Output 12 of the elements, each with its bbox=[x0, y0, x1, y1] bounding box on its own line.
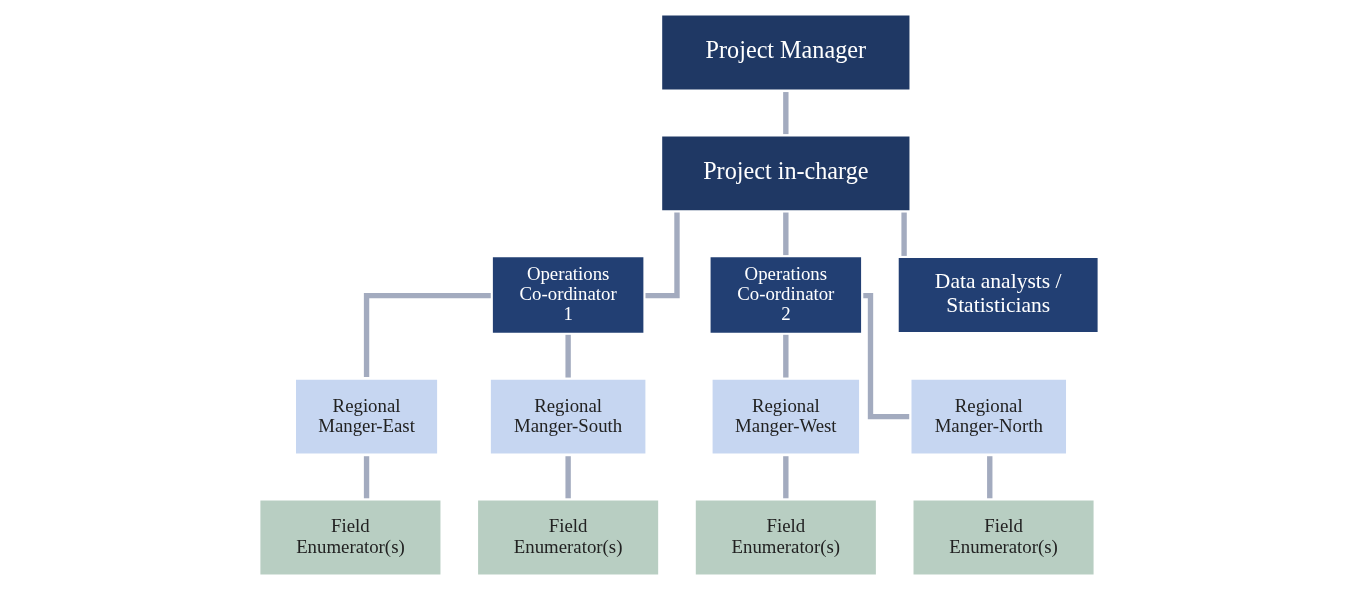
connector bbox=[645, 212, 680, 299]
connector bbox=[782, 334, 789, 378]
connector bbox=[782, 92, 789, 135]
connector bbox=[363, 293, 491, 377]
connector bbox=[782, 456, 789, 499]
connector bbox=[900, 212, 907, 256]
connector bbox=[782, 212, 789, 256]
connector bbox=[862, 293, 909, 420]
connector bbox=[564, 456, 571, 499]
connector bbox=[564, 334, 571, 378]
connector bbox=[986, 456, 992, 499]
connector bbox=[363, 456, 369, 499]
